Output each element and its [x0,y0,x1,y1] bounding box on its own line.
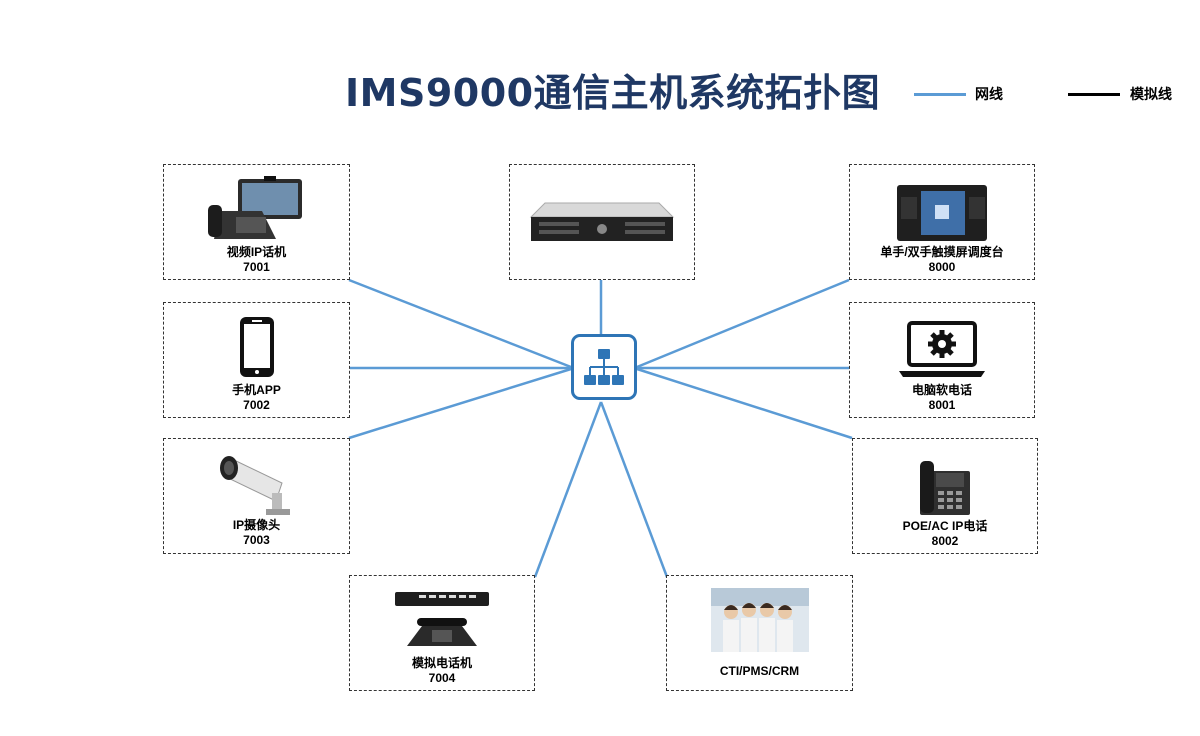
page-title: IMS9000通信主机系统拓扑图 [345,71,881,115]
node-ip-camera: IP摄像头 7003 [163,438,350,554]
node-extension: 8001 [928,398,956,412]
node-extension: 8002 [931,534,959,548]
analog-gateway-phone-icon [395,592,489,646]
legend-item-analog: 模拟线 [1068,84,1188,104]
laptop-settings-icon [899,321,985,377]
link-analog-phone [533,401,603,578]
node-name: CTI/PMS/CRM [719,664,800,678]
legend-item-network: 网线 [914,84,1024,104]
link-video-phone [348,278,572,369]
node-name: 手机APP [232,383,281,397]
node-analog-phone: 模拟电话机 7004 [349,575,535,691]
legend-network-line [914,93,966,96]
node-name: 单手/双手触摸屏调度台 [880,245,1004,259]
node-poe-phone: POE/AC IP电话 8002 [852,438,1038,554]
network-hierarchy-icon [584,349,624,385]
desk-ip-phone-icon [920,461,970,515]
node-name: 电脑软电话 [911,383,972,397]
node-name: POE/AC IP电话 [902,519,988,533]
legend-network-label: 网线 [975,86,1003,102]
smartphone-icon [239,317,274,377]
legend-analog-label: 模拟线 [1130,86,1172,102]
node-extension: 8000 [928,260,956,274]
node-name: IP摄像头 [232,518,281,532]
video-phone-icon [207,176,302,239]
node-console: 单手/双手触摸屏调度台 8000 [849,164,1035,280]
node-extension: 7004 [428,671,456,685]
node-name: 模拟电话机 [411,656,472,670]
call-center-photo-icon [710,588,809,652]
link-poe-phone [636,367,853,440]
node-softphone: 电脑软电话 8001 [849,302,1035,418]
central-switch-hub [571,334,637,400]
link-ip-camera [348,367,572,440]
node-cti: CTI/PMS/CRM [666,575,853,691]
node-extension: 7003 [243,533,270,547]
link-cti [599,401,669,578]
rack-server-icon [529,202,675,241]
link-console [636,278,850,369]
node-name: 视频IP话机 [226,245,287,259]
node-extension: 7002 [243,398,270,412]
touch-console-icon [897,185,987,241]
node-mobile-app: 手机APP 7002 [163,302,350,418]
legend-analog-line [1068,93,1120,96]
node-video-phone: 视频IP话机 7001 [163,164,350,280]
node-extension: 7001 [243,260,270,274]
node-server [509,164,695,280]
ip-camera-icon [219,456,290,515]
